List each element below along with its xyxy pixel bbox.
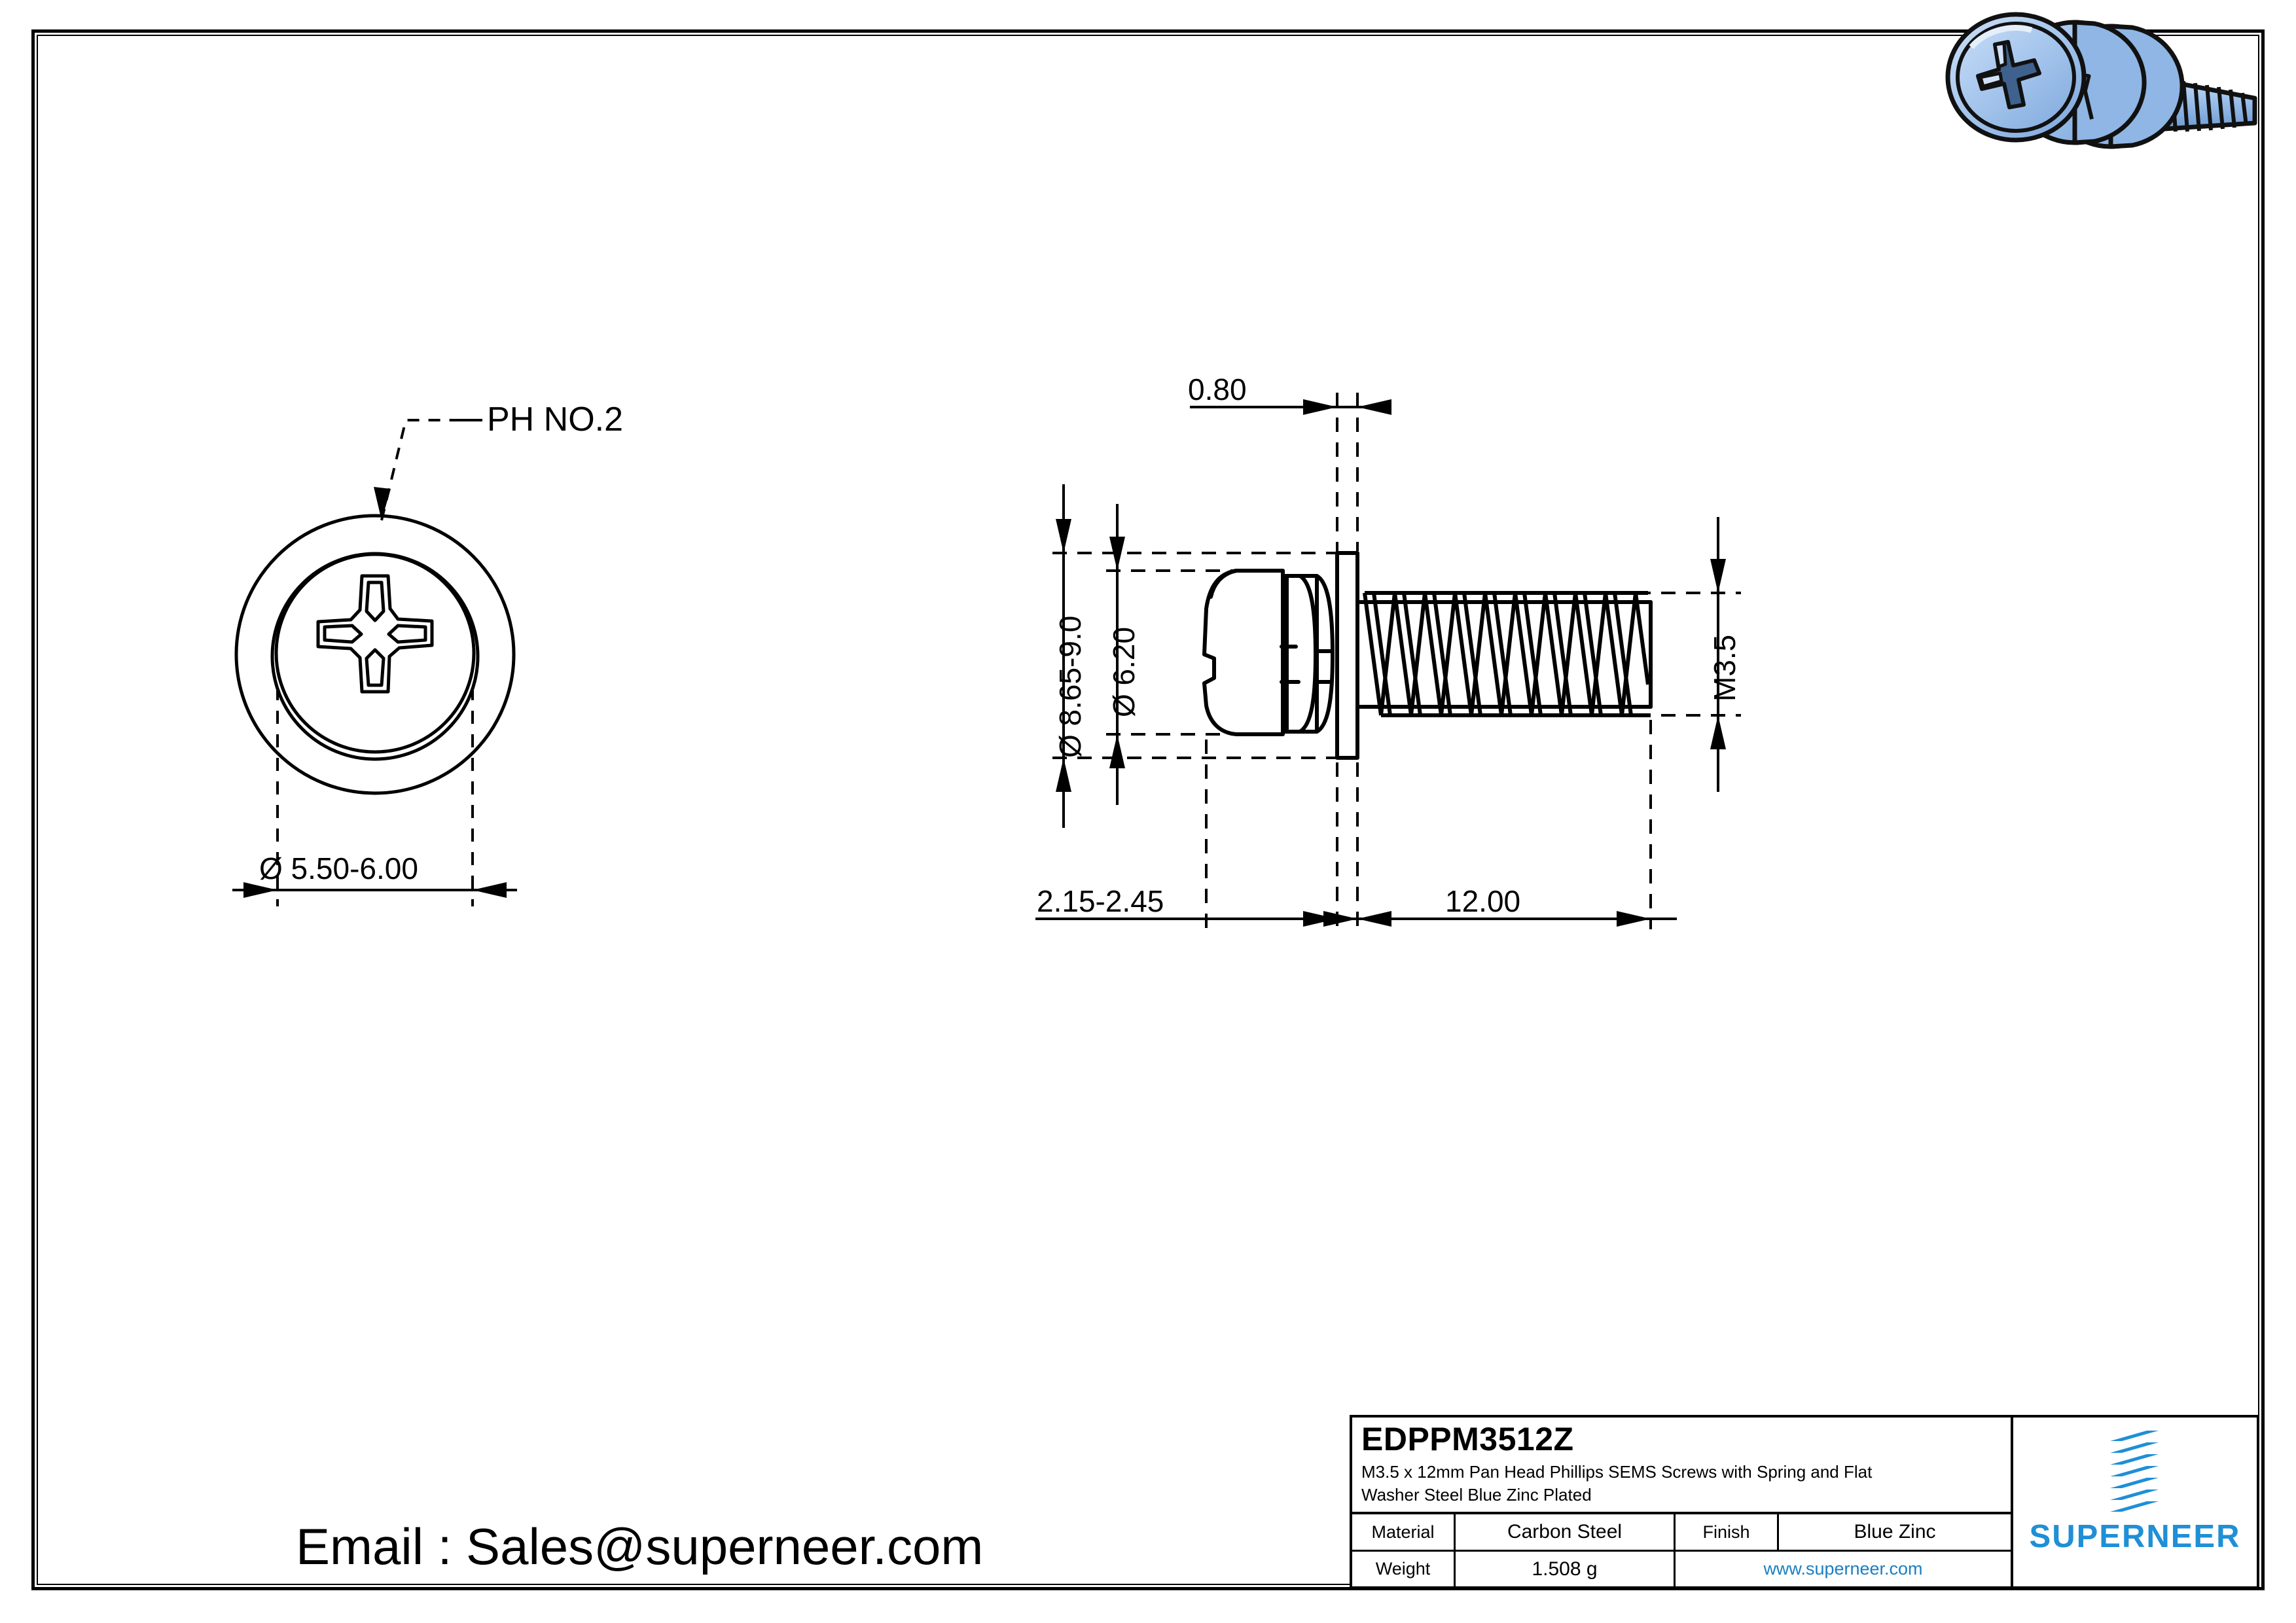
superneer-stripes-icon: [2110, 1431, 2159, 1512]
description-line-1: M3.5 x 12mm Pan Head Phillips SEMS Screw…: [1361, 1462, 1873, 1482]
email-line: Email : Sales@superneer.com: [296, 1518, 984, 1575]
title-block: EDPPM3512Z M3.5 x 12mm Pan Head Phillips…: [1350, 1415, 2259, 1589]
finish-value: Blue Zinc: [1854, 1521, 1936, 1543]
weight-label: Weight: [1352, 1552, 1456, 1586]
weight-value: 1.508 g: [1456, 1552, 1676, 1586]
thread-length-dim: 12.00: [1445, 884, 1521, 918]
part-number: EDPPM3512Z: [1361, 1421, 1574, 1457]
drive-callout-label: PH NO.2: [487, 401, 624, 438]
brand-logo-cell: SUPERNEER: [2013, 1418, 2257, 1586]
finish-label: Finish: [1676, 1514, 1779, 1550]
washer-thickness-dim: 0.80: [1188, 372, 1247, 406]
weight-website-row: Weight 1.508 g www.superneer.com: [1352, 1552, 2011, 1586]
material-value: Carbon Steel: [1456, 1514, 1676, 1550]
side-head-diameter-dim: Ø 6.20: [1107, 626, 1141, 717]
material-label: Material: [1352, 1514, 1456, 1550]
title-block-description-cell: EDPPM3512Z M3.5 x 12mm Pan Head Phillips…: [1352, 1418, 2011, 1514]
drawing-frame-outer: [31, 29, 2265, 1590]
flat-washer-od-dim: Ø 8.65-9.0: [1053, 615, 1087, 758]
description-line-2: Washer Steel Blue Zinc Plated: [1361, 1484, 1592, 1505]
front-head-diameter-dim: Ø 5.50-6.00: [259, 851, 418, 885]
website-link[interactable]: www.superneer.com: [1763, 1559, 1923, 1578]
brand-name: SUPERNEER: [2029, 1519, 2241, 1554]
material-finish-row: Material Carbon Steel Finish Blue Zinc: [1352, 1514, 2011, 1552]
title-block-left: EDPPM3512Z M3.5 x 12mm Pan Head Phillips…: [1352, 1418, 2013, 1586]
thread-size-dim: M3.5: [1708, 634, 1742, 702]
head-washer-height-dim: 2.15-2.45: [1037, 884, 1164, 918]
drawing-frame-inner: [37, 35, 2259, 1585]
